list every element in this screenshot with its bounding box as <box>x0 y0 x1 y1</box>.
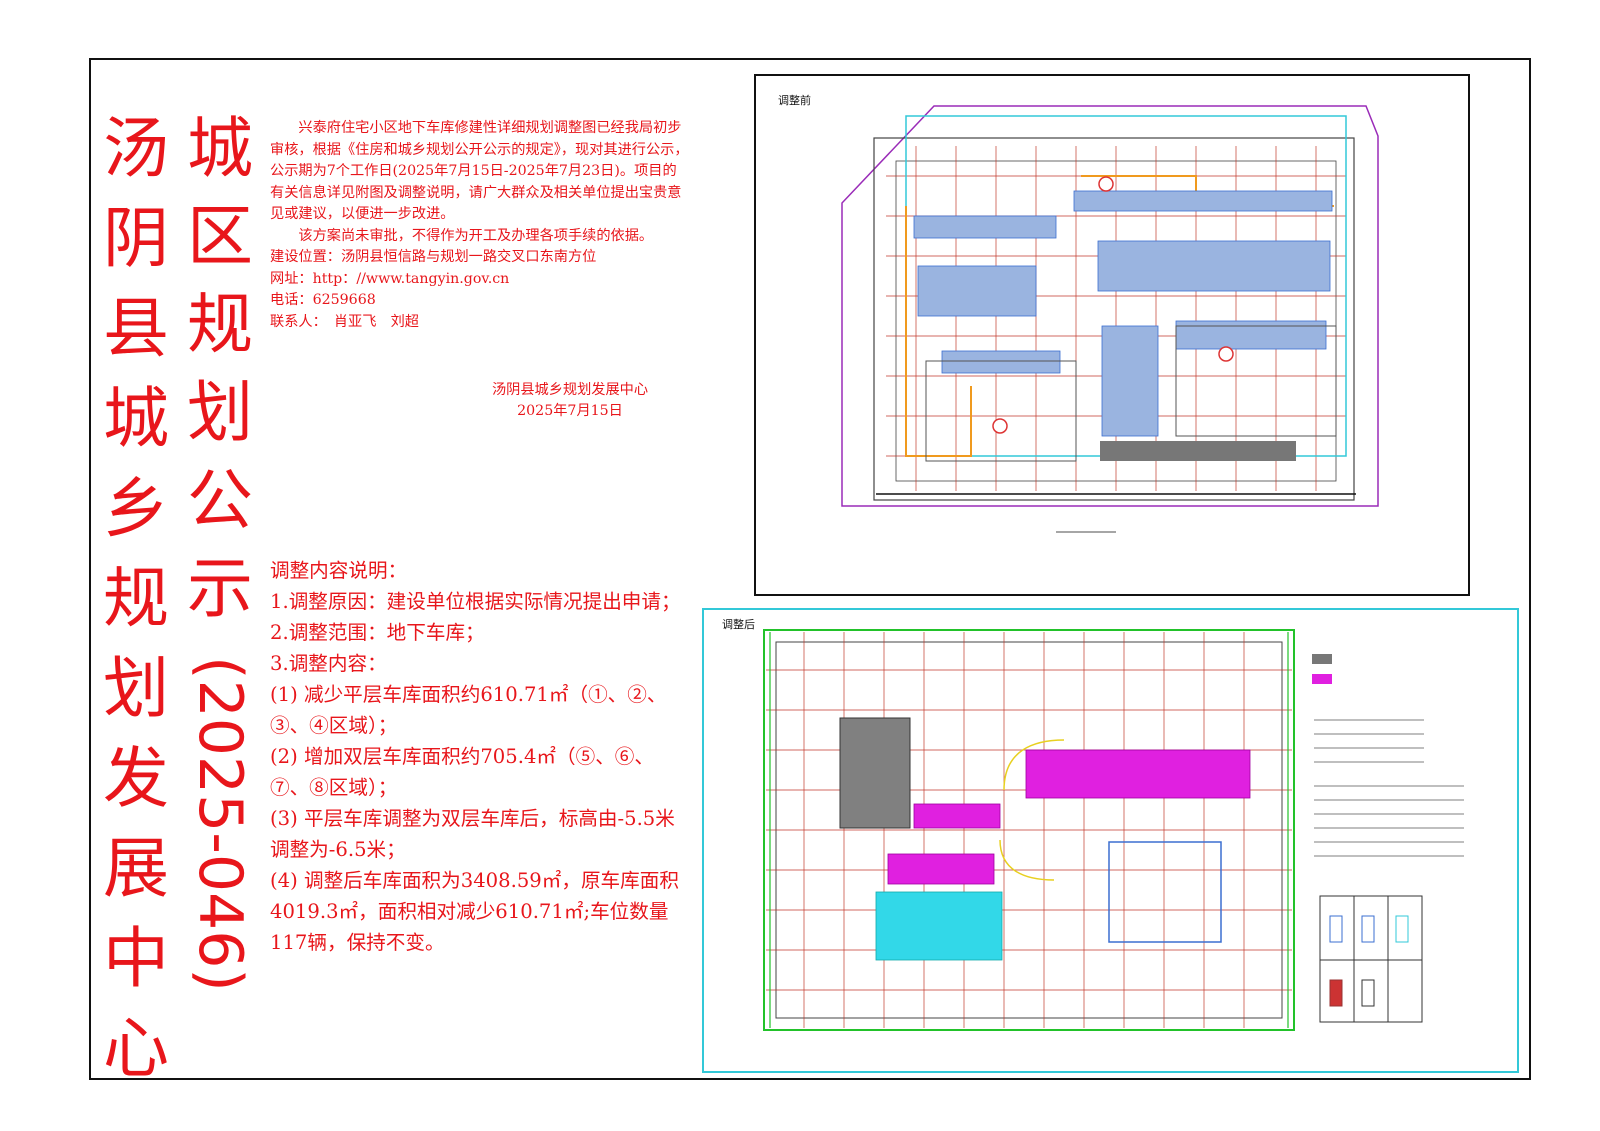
adjustment-description: 调整内容说明： 1.调整原因：建设单位根据实际情况提出申请； 2.调整范围：地下… <box>270 555 690 958</box>
notice-paragraph-1: 兴泰府住宅小区地下车库修建性详细规划调整图已经我局初步审核，根据《住房和城乡规划… <box>270 120 689 222</box>
title-char: 规 <box>187 286 253 363</box>
notice-text: 兴泰府住宅小区地下车库修建性详细规划调整图已经我局初步审核，根据《住房和城乡规划… <box>270 118 690 333</box>
issuer-char: 阴 <box>103 200 169 277</box>
signature-org: 汤阴县城乡规划发展中心 <box>491 382 649 398</box>
drawing-after-label: 调整后 <box>722 618 755 631</box>
adjustment-item-3: (3) 平层车库调整为双层车库后，标高由-5.5米调整为-6.5米； <box>270 807 675 861</box>
title-char: 划 <box>187 374 253 451</box>
website: 网址：http：//www.tangyin.gov.cn <box>270 270 510 287</box>
floor-plan-before <box>841 105 1379 533</box>
adjustment-item-4: (4) 调整后车库面积为3408.59㎡，原车库面积4019.3㎡，面积相对减少… <box>270 869 679 954</box>
adjustment-item-1: (1) 减少平层车库面积约610.71㎡（①、②、③、④区域）； <box>270 683 667 737</box>
construction-location: 建设位置：汤阴县恒信路与规划一路交叉口东南方位 <box>270 249 597 265</box>
floor-plan-after <box>763 629 1464 1031</box>
issuer-char: 展 <box>103 830 169 907</box>
issuer-vertical: 汤阴县城乡规划发展中心 <box>96 116 176 1106</box>
issuer-char: 发 <box>103 740 169 817</box>
issuer-char: 中 <box>103 920 169 997</box>
drawing-after: 调整后 <box>702 608 1519 1073</box>
adjustment-item-2: (2) 增加双层车库面积约705.4㎡（⑤、⑥、⑦、⑧区域）； <box>270 745 654 799</box>
issuer-char: 心 <box>103 1010 169 1087</box>
adjustment-scope: 2.调整范围：地下车库； <box>270 621 485 644</box>
issuer-char: 汤 <box>103 110 169 187</box>
title-char: 公 <box>187 462 253 539</box>
notice-paragraph-2: 该方案尚未审批，不得作为开工及办理各项手续的依据。 <box>298 227 654 244</box>
adjustment-reason: 1.调整原因：建设单位根据实际情况提出申请； <box>270 590 681 613</box>
issuer-char: 县 <box>103 290 169 367</box>
contact-persons: 联系人： 肖亚飞 刘超 <box>270 313 419 330</box>
title-char: 城 <box>187 110 253 187</box>
issuer-char: 划 <box>103 650 169 727</box>
issuer-char: 乡 <box>103 470 169 547</box>
signature: 汤阴县城乡规划发展中心 2025年7月15日 <box>440 380 700 422</box>
title-number-wrap: (2025-046) <box>185 644 255 1004</box>
drawing-before-label: 调整前 <box>778 94 811 107</box>
adjustment-heading: 调整内容说明： <box>270 559 408 582</box>
title-vertical: 城区规划公示(2025-046) <box>180 116 260 1004</box>
signature-date: 2025年7月15日 <box>517 403 623 419</box>
phone: 电话：6259668 <box>270 292 376 308</box>
adjustment-content-heading: 3.调整内容： <box>270 652 387 675</box>
drawing-before: 调整前 <box>754 74 1470 596</box>
title-char: 区 <box>187 198 253 275</box>
title-number: (2025-046) <box>185 656 255 992</box>
title-char: 示 <box>187 550 253 627</box>
issuer-char: 规 <box>103 560 169 637</box>
issuer-char: 城 <box>103 380 169 457</box>
